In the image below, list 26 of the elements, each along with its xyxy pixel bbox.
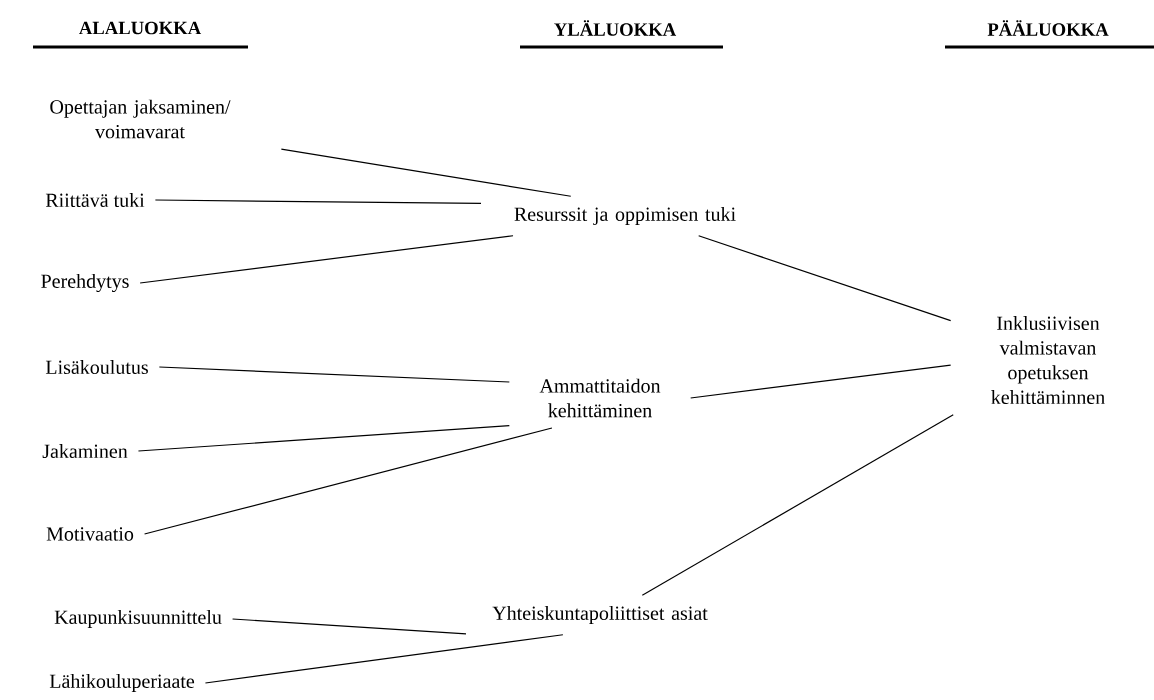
connector-line — [231, 618, 467, 635]
connector-line — [137, 425, 510, 452]
column-heading: ALALUOKKA — [33, 21, 248, 49]
connector-line — [204, 634, 564, 684]
concept-label: Lisäkoulutus — [45, 359, 148, 375]
column-heading: YLÄLUOKKA — [520, 20, 723, 49]
concept-label: Perehdytys — [41, 273, 129, 293]
concept-label: Opettajan jaksaminen/ voimavarat — [50, 99, 231, 139]
connector-line — [280, 148, 572, 197]
concept-label: Yhteiskuntapoliittiset asiat — [492, 605, 708, 625]
concept-label: Jakaminen — [42, 443, 128, 458]
connector-line — [690, 364, 952, 399]
connector-line — [158, 366, 510, 383]
concept-label: Inklusiivisen valmistavan opetuksen kehittäminnen — [991, 315, 1105, 405]
connector-line — [143, 427, 553, 535]
column-heading: PÄÄLUOKKA — [945, 20, 1154, 49]
connector-line — [154, 199, 482, 204]
connector-line — [641, 414, 954, 596]
concept-label: Resurssit ja oppimisen tuki — [514, 206, 736, 226]
concept-label: Lähikouluperiaate — [49, 673, 195, 693]
concept-label: Ammattitaidon kehittäminen — [539, 378, 661, 418]
concept-label: Riittävä tuki — [45, 193, 145, 208]
connector-line — [698, 235, 952, 322]
concept-label: Kaupunkisuunnittelu — [54, 609, 222, 629]
connector-line — [139, 235, 514, 284]
concept-label: Motivaatio — [46, 527, 134, 541]
